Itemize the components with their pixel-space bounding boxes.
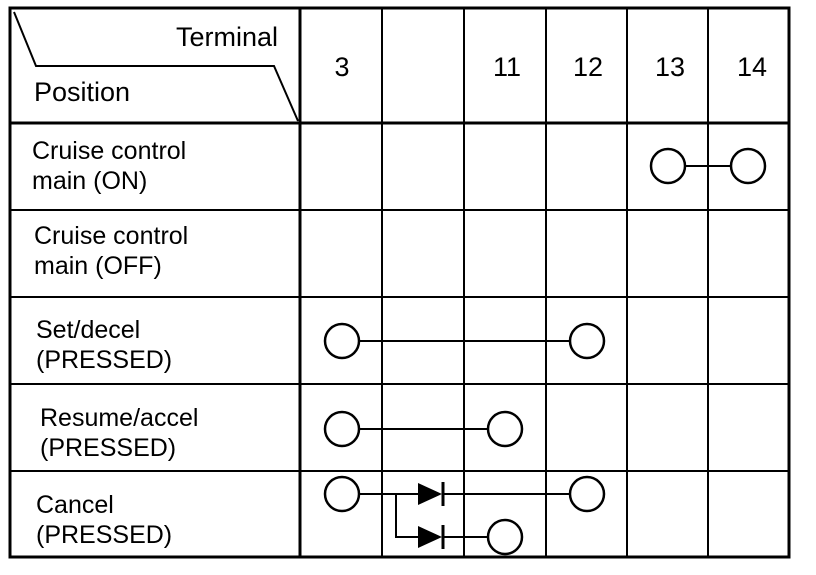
continuity-connection [649,147,767,185]
terminal-circle [568,322,606,360]
terminal-circle [568,475,606,513]
position-label: (PRESSED) [36,346,172,374]
diode-icon [418,526,442,548]
continuity-connection [323,410,524,448]
terminal-circle [729,147,767,185]
position-label: (PRESSED) [40,434,176,462]
position-label: Resume/accel [40,404,198,432]
position-label: (PRESSED) [36,521,172,549]
position-label: Cruise control [34,222,188,250]
continuity-connection-diode [395,494,524,556]
position-label: main (OFF) [34,252,162,280]
connection-line [395,494,418,538]
position-label: Cruise control [32,137,186,165]
position-label: Set/decel [36,316,140,344]
terminal-number: 3 [334,52,349,82]
table-frame [8,6,791,559]
position-label: Cancel [36,491,114,519]
terminal-circle [649,147,687,185]
continuity-connection [323,322,606,360]
terminal-number: 11 [493,52,521,82]
terminal-circle [486,518,524,556]
terminal-header-label: Terminal [176,22,278,52]
terminal-circle [323,410,361,448]
continuity-connection-diode [323,475,606,513]
terminal-circle [486,410,524,448]
terminal-number: 13 [655,52,685,82]
position-header-label: Position [34,77,130,107]
corner-diagonal [13,11,299,122]
diode-icon [418,483,442,505]
terminal-circle [323,322,361,360]
position-label: main (ON) [32,167,147,195]
terminal-number: 12 [573,52,603,82]
terminal-number: 14 [737,52,767,82]
terminal-circle [323,475,361,513]
